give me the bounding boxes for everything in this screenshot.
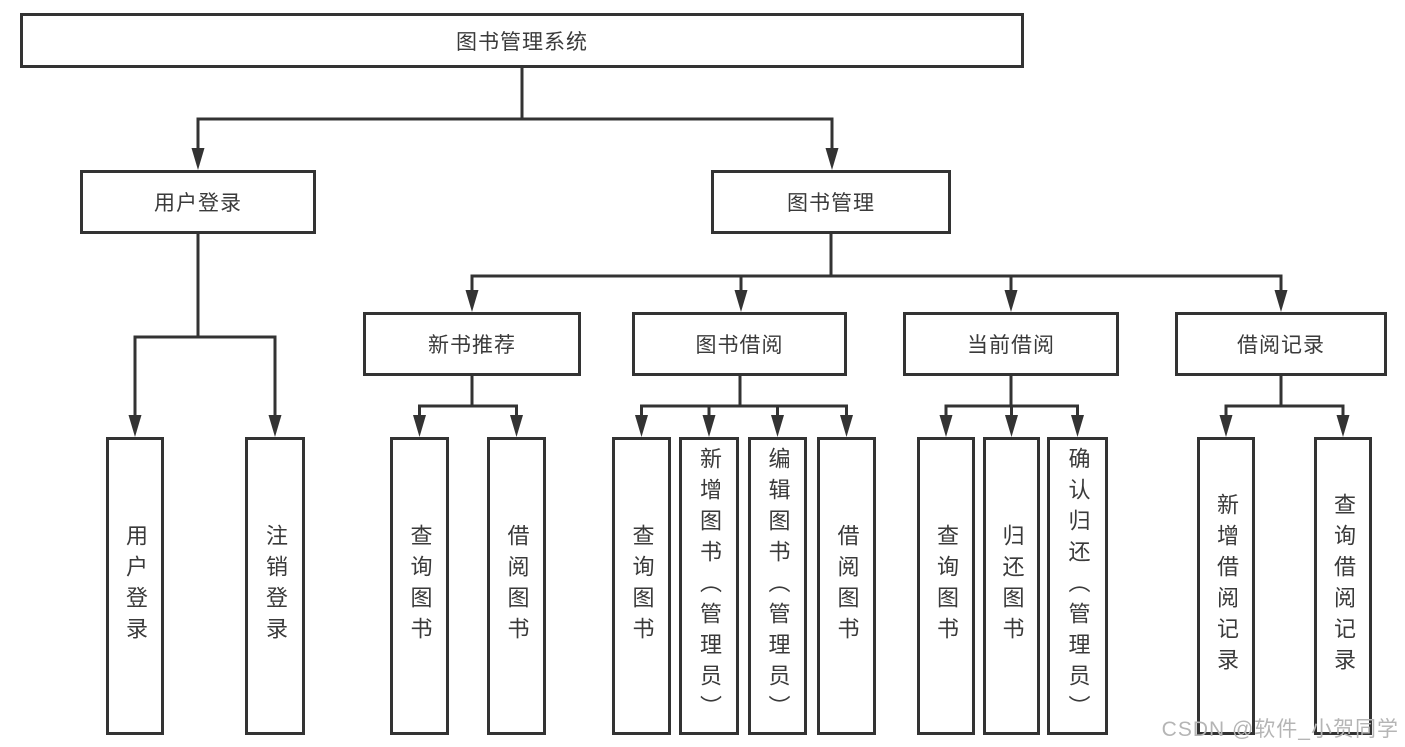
node-leaf-recommend-borrow-books: 借阅图书 xyxy=(487,437,546,735)
node-leaf-borrow-edit-books-admin-label: 编辑图书（管理员） xyxy=(765,446,791,726)
node-user-login: 用户登录 xyxy=(80,170,316,234)
node-leaf-borrow-borrow-books: 借阅图书 xyxy=(817,437,876,735)
node-leaf-borrow-query-books: 查询图书 xyxy=(612,437,671,735)
node-leaf-logout-label: 注销登录 xyxy=(263,524,288,648)
node-root: 图书管理系统 xyxy=(20,13,1024,68)
node-leaf-records-add-record-label: 新增借阅记录 xyxy=(1214,493,1239,679)
arrowhead xyxy=(840,415,853,437)
node-leaf-current-confirm-return-admin-label: 确认归还（管理员） xyxy=(1065,446,1091,726)
node-leaf-current-query-books: 查询图书 xyxy=(917,437,975,735)
arrowhead xyxy=(702,415,716,437)
node-leaf-records-add-record: 新增借阅记录 xyxy=(1197,437,1255,735)
node-leaf-current-return-books-label: 归还图书 xyxy=(999,524,1025,648)
connector-borrow-records-to-leaves xyxy=(1219,376,1350,437)
arrowhead xyxy=(734,290,748,312)
node-borrow-records-label: 借阅记录 xyxy=(1237,334,1325,357)
connector-user-login-to-leaves xyxy=(128,234,282,437)
connector-root-to-level2 xyxy=(191,68,839,170)
connector-current-borrow-to-leaves xyxy=(939,376,1084,437)
node-leaf-recommend-query-books: 查询图书 xyxy=(390,437,449,735)
arrowhead xyxy=(465,290,479,312)
arrowhead xyxy=(1071,415,1084,437)
node-leaf-logout: 注销登录 xyxy=(245,437,305,735)
arrowhead xyxy=(128,415,142,437)
node-leaf-current-confirm-return-admin: 确认归还（管理员） xyxy=(1047,437,1108,735)
node-leaf-current-query-books-label: 查询图书 xyxy=(934,524,959,648)
arrowhead xyxy=(268,415,282,437)
node-root-label: 图书管理系统 xyxy=(456,30,588,54)
arrowhead xyxy=(825,148,839,170)
arrowhead xyxy=(413,415,426,437)
node-leaf-user-login: 用户登录 xyxy=(106,437,164,735)
node-leaf-borrow-add-books-admin: 新增图书（管理员） xyxy=(679,437,739,735)
node-leaf-current-return-books: 归还图书 xyxy=(983,437,1040,735)
node-current-borrow: 当前借阅 xyxy=(903,312,1119,376)
node-new-book-recommend: 新书推荐 xyxy=(363,312,581,376)
arrowhead xyxy=(191,148,205,170)
arrowhead xyxy=(510,415,523,437)
node-leaf-borrow-edit-books-admin: 编辑图书（管理员） xyxy=(748,437,807,735)
node-book-borrow-label: 图书借阅 xyxy=(695,334,784,357)
node-leaf-borrow-borrow-books-label: 借阅图书 xyxy=(834,524,860,648)
node-current-borrow-label: 当前借阅 xyxy=(967,334,1055,357)
csdn-watermark: CSDN @软件_小贺同学 xyxy=(1161,718,1399,741)
arrowhead xyxy=(771,415,784,437)
node-leaf-recommend-borrow-books-label: 借阅图书 xyxy=(504,524,530,648)
node-leaf-borrow-add-books-admin-label: 新增图书（管理员） xyxy=(697,446,722,726)
node-leaf-borrow-query-books-label: 查询图书 xyxy=(629,524,655,648)
node-leaf-recommend-query-books-label: 查询图书 xyxy=(407,524,433,648)
connector-book-management-to-level3 xyxy=(465,234,1288,312)
connector-new-book-recommend-to-leaves xyxy=(413,376,523,437)
node-leaf-user-login-label: 用户登录 xyxy=(123,524,148,648)
node-borrow-records: 借阅记录 xyxy=(1175,312,1387,376)
arrowhead xyxy=(1274,290,1288,312)
node-leaf-records-query-record: 查询借阅记录 xyxy=(1314,437,1372,735)
connector-book-borrow-to-leaves xyxy=(635,376,853,437)
arrowhead xyxy=(1004,290,1018,312)
arrowhead xyxy=(939,415,953,437)
arrowhead xyxy=(1005,415,1018,437)
node-book-management-label: 图书管理 xyxy=(787,192,875,215)
node-book-management: 图书管理 xyxy=(711,170,951,234)
node-leaf-records-query-record-label: 查询借阅记录 xyxy=(1331,493,1356,679)
node-user-login-label: 用户登录 xyxy=(154,192,242,215)
arrowhead xyxy=(1219,415,1233,437)
node-book-borrow: 图书借阅 xyxy=(632,312,847,376)
arrowhead xyxy=(635,415,648,437)
arrowhead xyxy=(1336,415,1350,437)
node-new-book-recommend-label: 新书推荐 xyxy=(428,334,516,357)
